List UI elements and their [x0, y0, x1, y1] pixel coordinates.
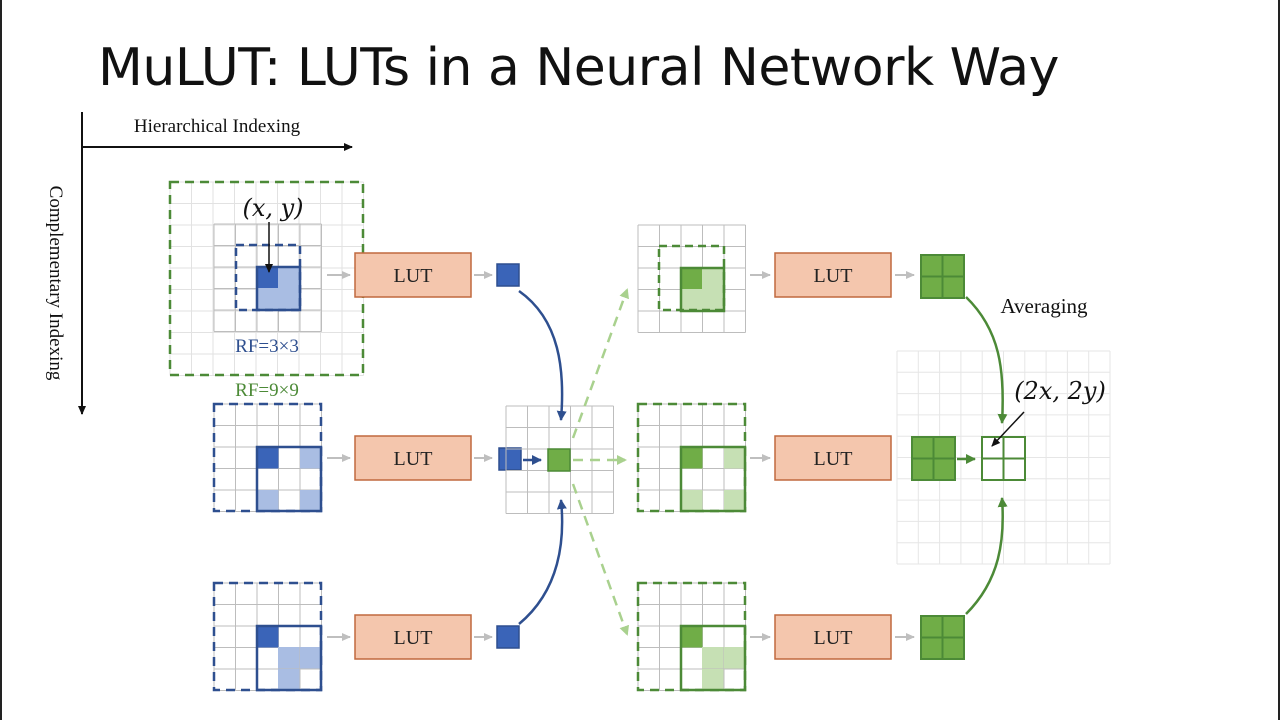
- rf-cell: [257, 490, 279, 512]
- rf-cell: [300, 490, 322, 512]
- lut-box: LUT: [774, 435, 892, 481]
- rf-cell-green: [702, 669, 724, 691]
- slide-border-left: [0, 0, 2, 720]
- output-quad: [920, 615, 965, 660]
- curve-arrow-top: [518, 289, 567, 421]
- lut-box: LUT: [354, 614, 472, 660]
- averaging-curve-top: [965, 296, 1008, 424]
- lut-box: LUT: [354, 252, 472, 298]
- kernel-box-green-row3: [679, 624, 747, 692]
- rf-cell-green: [724, 490, 746, 512]
- output-pixel-blue: [498, 447, 522, 471]
- lut-label: LUT: [814, 627, 853, 649]
- intermediate-pixel-green: [547, 448, 571, 472]
- pixel-green: [681, 626, 703, 648]
- kernel-box-row3: [255, 624, 323, 692]
- rf-9x9-label: RF=9×9: [235, 380, 299, 401]
- rf-cell: [278, 669, 300, 691]
- dilated-kernel-box: [255, 445, 323, 513]
- curve-arrow-bottom: [518, 499, 567, 625]
- rf-cell-green: [681, 490, 703, 512]
- receptive-field-9x9-grid: [169, 181, 364, 376]
- pointer-arrow-2x2y: [991, 411, 1025, 447]
- output-pixel-blue: [496, 263, 520, 287]
- rf-cell: [257, 288, 279, 310]
- output-quad-middle: [911, 436, 956, 481]
- output-pixel-blue: [496, 625, 520, 649]
- lut-label: LUT: [394, 627, 433, 649]
- lut-box: LUT: [774, 252, 892, 298]
- dashed-box-row2: [212, 402, 323, 513]
- pixel-green: [681, 268, 703, 290]
- dilated-kernel-box-green: [679, 445, 747, 513]
- axes: Hierarchical Indexing Complementary Inde…: [45, 112, 353, 415]
- pixel-xy: [257, 447, 279, 469]
- pixel-xy: [257, 267, 279, 289]
- rf-3x3-label: RF=3×3: [235, 336, 299, 357]
- output-quad: [920, 254, 965, 299]
- diagram-elements: LUT LUT LUT LUT LUT LUT: [168, 180, 1111, 692]
- averaging-label: Averaging: [1000, 294, 1088, 318]
- rf-cell-green: [702, 268, 724, 290]
- rf-cell-green: [724, 447, 746, 469]
- dashed-box-row3: [212, 581, 323, 692]
- rf-cell: [300, 447, 322, 469]
- rf-3x3-dashed-box: [234, 243, 302, 312]
- rf-cell-green: [702, 647, 724, 669]
- slide-title: MuLUT: LUTs in a Neural Network Way: [98, 38, 1059, 98]
- lut-label: LUT: [814, 265, 853, 287]
- lut-label: LUT: [394, 448, 433, 470]
- pixel-xy: [257, 626, 279, 648]
- fanout-arrow-up: [571, 288, 629, 439]
- rf-cell: [278, 288, 300, 310]
- rf-cell: [278, 647, 300, 669]
- pixel-green: [681, 447, 703, 469]
- horizontal-axis-label: Hierarchical Indexing: [134, 116, 301, 137]
- coord-xy-label: (x, y): [242, 194, 303, 222]
- lut-box: LUT: [354, 435, 472, 481]
- fanout-arrow-down: [571, 483, 629, 636]
- dashed-box-green-row3: [636, 581, 747, 692]
- lut-box: LUT: [774, 614, 892, 660]
- rf-cell: [278, 267, 300, 289]
- rf-cell-green: [724, 647, 746, 669]
- slide-border-right: [1278, 0, 1280, 720]
- dashed-box-green-row2: [636, 402, 747, 513]
- rf-cell-green: [681, 289, 703, 311]
- lut-label: LUT: [814, 448, 853, 470]
- dashed-box-green: [657, 244, 726, 312]
- averaged-output-quad: [981, 436, 1026, 481]
- lut-label: LUT: [394, 265, 433, 287]
- coord-2x2y-label: (2x, 2y): [1014, 377, 1106, 405]
- vertical-axis-label: Complementary Indexing: [45, 186, 66, 381]
- rf-cell: [300, 647, 322, 669]
- averaging-curve-bottom: [965, 497, 1008, 615]
- rf-cell-green: [702, 289, 724, 311]
